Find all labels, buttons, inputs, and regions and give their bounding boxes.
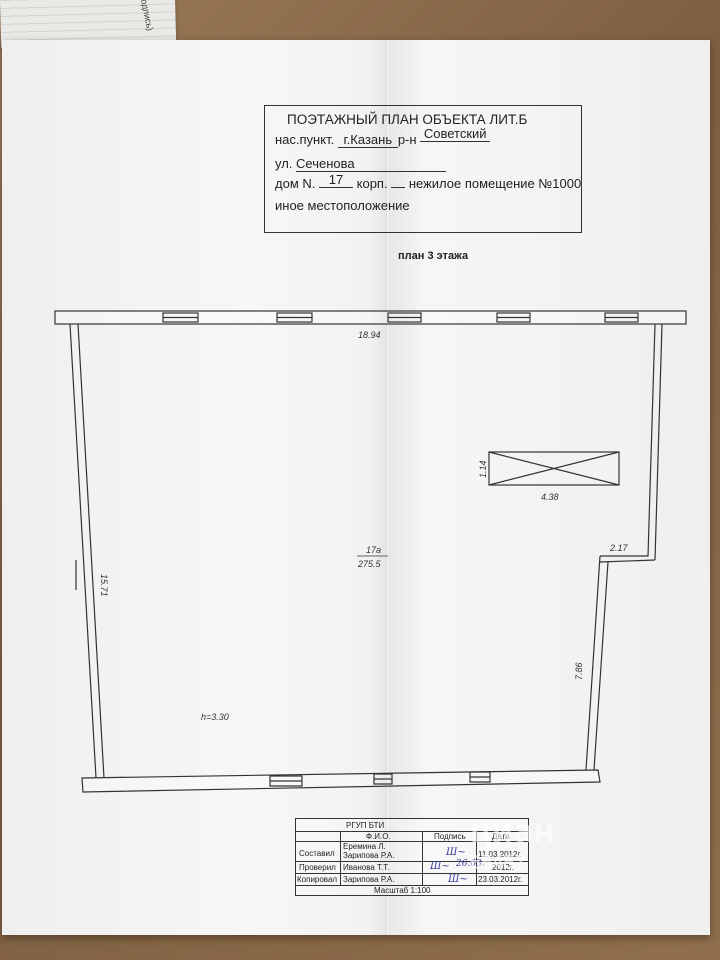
stamp-row-line [296, 885, 528, 886]
watermark-logo: циан [470, 812, 556, 850]
stamp-row-line [296, 861, 528, 862]
street-row: ул. Сеченова [275, 156, 447, 172]
stamp-row1-name-a: Еремина Л. [343, 842, 386, 851]
right-wall-upper-outer [654, 323, 663, 561]
watermark-code: 65457 [470, 852, 526, 874]
other-location: иное местоположение [275, 198, 410, 213]
stamp-col-sign: Подпись [434, 832, 466, 841]
window-top-4 [496, 312, 531, 323]
window-top-2 [276, 312, 313, 323]
room-number: 17а [366, 545, 381, 555]
signature-1: Ш~ [446, 847, 466, 858]
dim-top: 18.94 [358, 330, 381, 340]
shaft-crossed-box [488, 451, 620, 486]
stamp-table: РГУП БТИ Ф.И.О. Подпись Дата Составил Ер… [295, 818, 529, 896]
signature-3: Ш~ [448, 874, 468, 885]
stamp-row2-role: Проверил [299, 863, 336, 872]
dim-right: 7.86 [574, 662, 584, 680]
title-heading: ПОЭТАЖНЫЙ ПЛАН ОБЪЕКТА ЛИТ.Б [287, 112, 528, 127]
street-label: ул. [275, 156, 293, 171]
locality-label: нас.пункт. [275, 132, 335, 147]
stamp-col-line [476, 831, 477, 885]
window-top-3 [387, 312, 422, 323]
district-value: Советский [420, 126, 491, 142]
top-wall [54, 310, 687, 325]
premises-label: нежилое помещение №1000 [408, 176, 582, 191]
left-wall-inner [77, 323, 105, 779]
plan-caption: план 3 этажа [398, 250, 469, 262]
right-wall-lower-inner [585, 555, 601, 771]
stamp-row3-name: Зарипова Р.А. [343, 875, 395, 884]
district-label: р-н [397, 132, 417, 147]
bottom-wall [81, 769, 601, 793]
stamp-scale: Масштаб 1:100 [374, 886, 431, 895]
ceiling-height: h=3.30 [201, 712, 229, 722]
window-bottom-1 [269, 775, 303, 787]
stamp-row1-date: 11.03.2012г. [478, 850, 522, 859]
stamp-row3-role: Копировал [297, 875, 338, 884]
window-top-1 [162, 312, 199, 323]
step-wall [599, 559, 656, 563]
handwritten-date: 26.03. [456, 859, 485, 869]
room-area: 275.5 [357, 559, 382, 569]
stamp-col-line [422, 831, 423, 885]
dim-left: 15.71 [99, 574, 109, 597]
stamp-col-line [340, 831, 341, 885]
stamp-row1-name-b: Зарипова Р.А. [343, 851, 395, 860]
building-label: корп. [356, 176, 388, 191]
stamp-col-name: Ф.И.О. [366, 832, 391, 841]
signature-2: Ш~ [430, 861, 450, 872]
right-wall-lower-outer [593, 561, 609, 771]
shaft-width: 4.38 [541, 492, 559, 502]
street-value: Сеченова [296, 156, 447, 172]
locality-value: г.Казань [337, 132, 398, 148]
left-wall-outer [69, 323, 97, 779]
stamp-row1-role: Составил [299, 849, 335, 858]
floor-plan-sheet [2, 40, 710, 935]
window-top-5 [604, 312, 639, 323]
shaft-height: 1.14 [478, 460, 488, 478]
stamp-row-line [296, 841, 528, 842]
stamp-row-line [296, 873, 528, 874]
house-row: дом N. 17 корп. нежилое помещение №1000 [275, 172, 582, 192]
stamp-row-line [296, 831, 528, 832]
stamp-col-date: Дата [492, 832, 510, 841]
paper-fold [386, 40, 390, 935]
house-label: дом N. [275, 176, 316, 191]
stamp-row3-date: 23.03.2012г. [478, 875, 523, 884]
window-bottom-2 [373, 773, 393, 785]
house-value: 17 [319, 172, 353, 188]
title-block: ПОЭТАЖНЫЙ ПЛАН ОБЪЕКТА ЛИТ.Б нас.пункт. … [264, 105, 582, 233]
dim-step: 2.17 [609, 543, 629, 553]
stamp-row2-date: 2012г. [492, 863, 514, 872]
stamp-org: РГУП БТИ [346, 821, 385, 830]
right-wall-upper-inner [600, 323, 656, 557]
window-bottom-3 [469, 771, 491, 783]
building-value [391, 187, 406, 188]
stamp-row2-name: Иванова Т.Т. [343, 863, 390, 872]
